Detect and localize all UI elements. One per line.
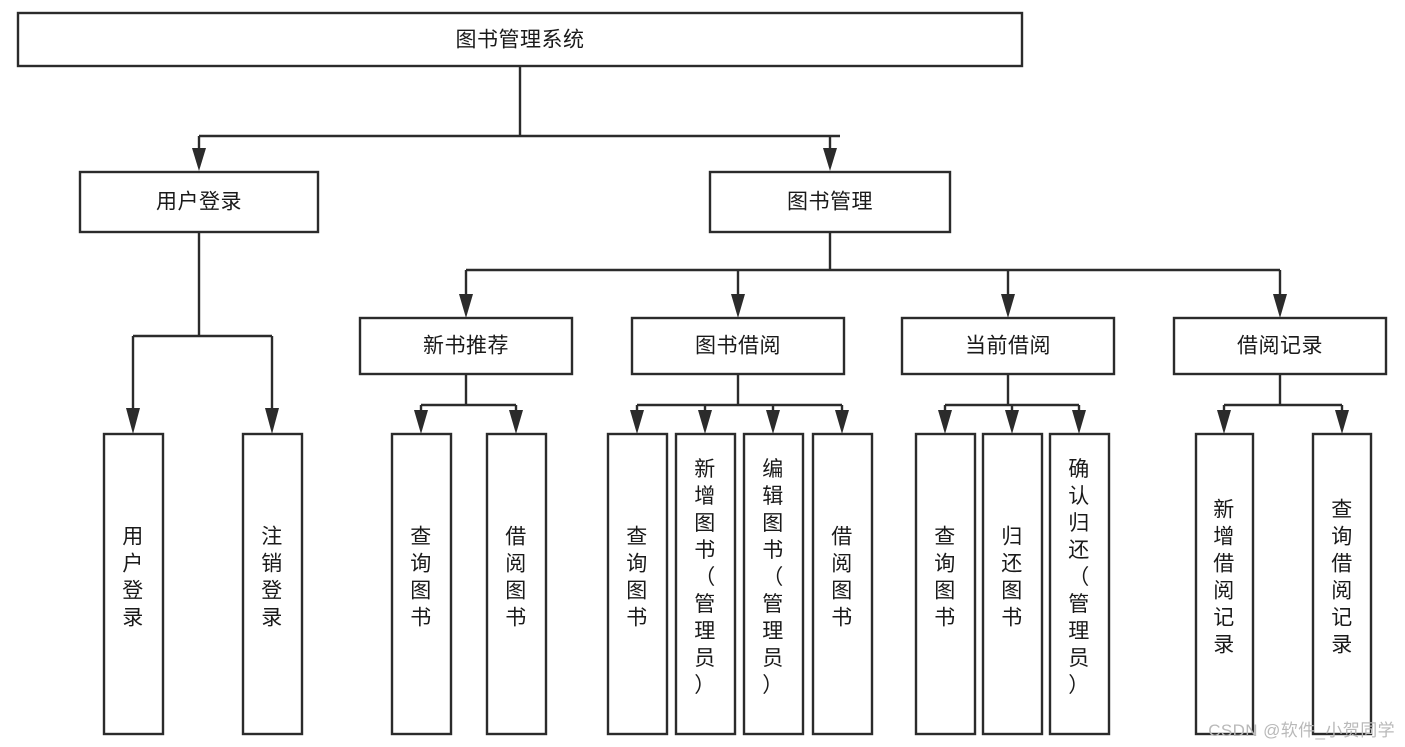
node-leaf10-label: 归还图书 [1001, 526, 1023, 630]
arrowhead-current [1001, 294, 1015, 318]
arrowhead-bookmgmt [823, 148, 837, 171]
node-root-label: 图书管理系统 [456, 29, 585, 52]
node-leaf13-label: 查询借阅记录 [1331, 499, 1353, 657]
node-leaf1-box[interactable] [102, 432, 165, 736]
arrowhead-record [1273, 294, 1287, 318]
node-newbook-box[interactable] [358, 316, 574, 376]
node-leaf13-box[interactable] [1311, 432, 1373, 736]
node-leaf3-box[interactable] [390, 432, 453, 736]
node-login[interactable]: 用户登录 [78, 170, 320, 234]
node-leaf7-box[interactable] [742, 432, 805, 736]
node-leaf5[interactable]: 查询图书 [606, 432, 669, 736]
arrowhead-newbook [459, 294, 473, 318]
node-leaf4[interactable]: 借阅图书 [485, 432, 548, 736]
node-leaf2-box[interactable] [241, 432, 304, 736]
arrowhead-leaf5 [630, 410, 644, 434]
node-newbook-label: 新书推荐 [423, 335, 509, 358]
node-leaf4-box[interactable] [485, 432, 548, 736]
node-current-label: 当前借阅 [965, 335, 1051, 358]
node-leaf6-box[interactable] [674, 432, 737, 736]
node-leaf5-label: 查询图书 [626, 526, 648, 630]
arrowhead-leaf12 [1217, 410, 1231, 434]
node-leaf4-label: 借阅图书 [505, 526, 527, 630]
node-leaf13[interactable]: 查询借阅记录 [1311, 432, 1373, 736]
node-root-box[interactable] [16, 11, 1024, 68]
node-leaf2[interactable]: 注销登录 [241, 432, 304, 736]
node-leaf9[interactable]: 查询图书 [914, 432, 977, 736]
node-layer: 图书管理系统 用户登录 图书管理 新书推荐 图书借阅 [16, 11, 1388, 736]
node-leaf10[interactable]: 归还图书 [981, 432, 1044, 736]
node-login-box[interactable] [78, 170, 320, 234]
node-record-label: 借阅记录 [1237, 335, 1323, 358]
node-record-box[interactable] [1172, 316, 1388, 376]
node-bookmgmt-label: 图书管理 [787, 191, 873, 214]
node-leaf11-label: 确认归还（管理员） [1068, 458, 1090, 697]
node-leaf8-box[interactable] [811, 432, 874, 736]
node-leaf8[interactable]: 借阅图书 [811, 432, 874, 736]
edge-layer [126, 66, 1349, 434]
node-leaf3[interactable]: 查询图书 [390, 432, 453, 736]
node-bookmgmt-box[interactable] [708, 170, 952, 234]
node-leaf8-label: 借阅图书 [831, 526, 853, 630]
node-record[interactable]: 借阅记录 [1172, 316, 1388, 376]
node-leaf6[interactable]: 新增图书（管理员） [674, 432, 737, 736]
arrowhead-leaf1 [126, 408, 140, 434]
node-leaf6-label: 新增图书（管理员） [694, 458, 716, 697]
arrowhead-login [192, 148, 206, 171]
node-leaf9-label: 查询图书 [934, 526, 956, 630]
arrowhead-leaf7 [766, 410, 780, 434]
node-leaf12-label: 新增借阅记录 [1213, 499, 1235, 657]
node-root[interactable]: 图书管理系统 [16, 11, 1024, 68]
arrowhead-leaf13 [1335, 410, 1349, 434]
node-borrow-box[interactable] [630, 316, 846, 376]
node-leaf10-box[interactable] [981, 432, 1044, 736]
node-newbook[interactable]: 新书推荐 [358, 316, 574, 376]
node-leaf11[interactable]: 确认归还（管理员） [1048, 432, 1111, 736]
node-current[interactable]: 当前借阅 [900, 316, 1116, 376]
arrowhead-leaf11 [1072, 410, 1086, 434]
arrowhead-leaf2 [265, 408, 279, 434]
arrowhead-leaf4 [509, 410, 523, 434]
node-leaf12[interactable]: 新增借阅记录 [1194, 432, 1255, 736]
node-current-box[interactable] [900, 316, 1116, 376]
arrowhead-leaf9 [938, 410, 952, 434]
arrowhead-leaf10 [1005, 410, 1019, 434]
node-leaf1[interactable]: 用户登录 [102, 432, 165, 736]
node-borrow-label: 图书借阅 [695, 335, 781, 358]
node-leaf7[interactable]: 编辑图书（管理员） [742, 432, 805, 736]
node-leaf2-label: 注销登录 [261, 526, 283, 630]
arrowhead-borrow [731, 294, 745, 318]
arrowhead-leaf3 [414, 410, 428, 434]
arrowhead-leaf8 [835, 410, 849, 434]
arrowhead-leaf6 [698, 410, 712, 434]
csdn-watermark: CSDN @软件_小贺同学 [1208, 721, 1395, 740]
node-leaf11-box[interactable] [1048, 432, 1111, 736]
node-borrow[interactable]: 图书借阅 [630, 316, 846, 376]
node-leaf9-box[interactable] [914, 432, 977, 736]
node-bookmgmt[interactable]: 图书管理 [708, 170, 952, 234]
node-leaf12-box[interactable] [1194, 432, 1255, 736]
node-leaf5-box[interactable] [606, 432, 669, 736]
node-login-label: 用户登录 [156, 191, 242, 214]
node-leaf3-label: 查询图书 [410, 526, 432, 630]
node-leaf7-label: 编辑图书（管理员） [762, 458, 784, 697]
node-leaf1-label: 用户登录 [122, 526, 144, 630]
